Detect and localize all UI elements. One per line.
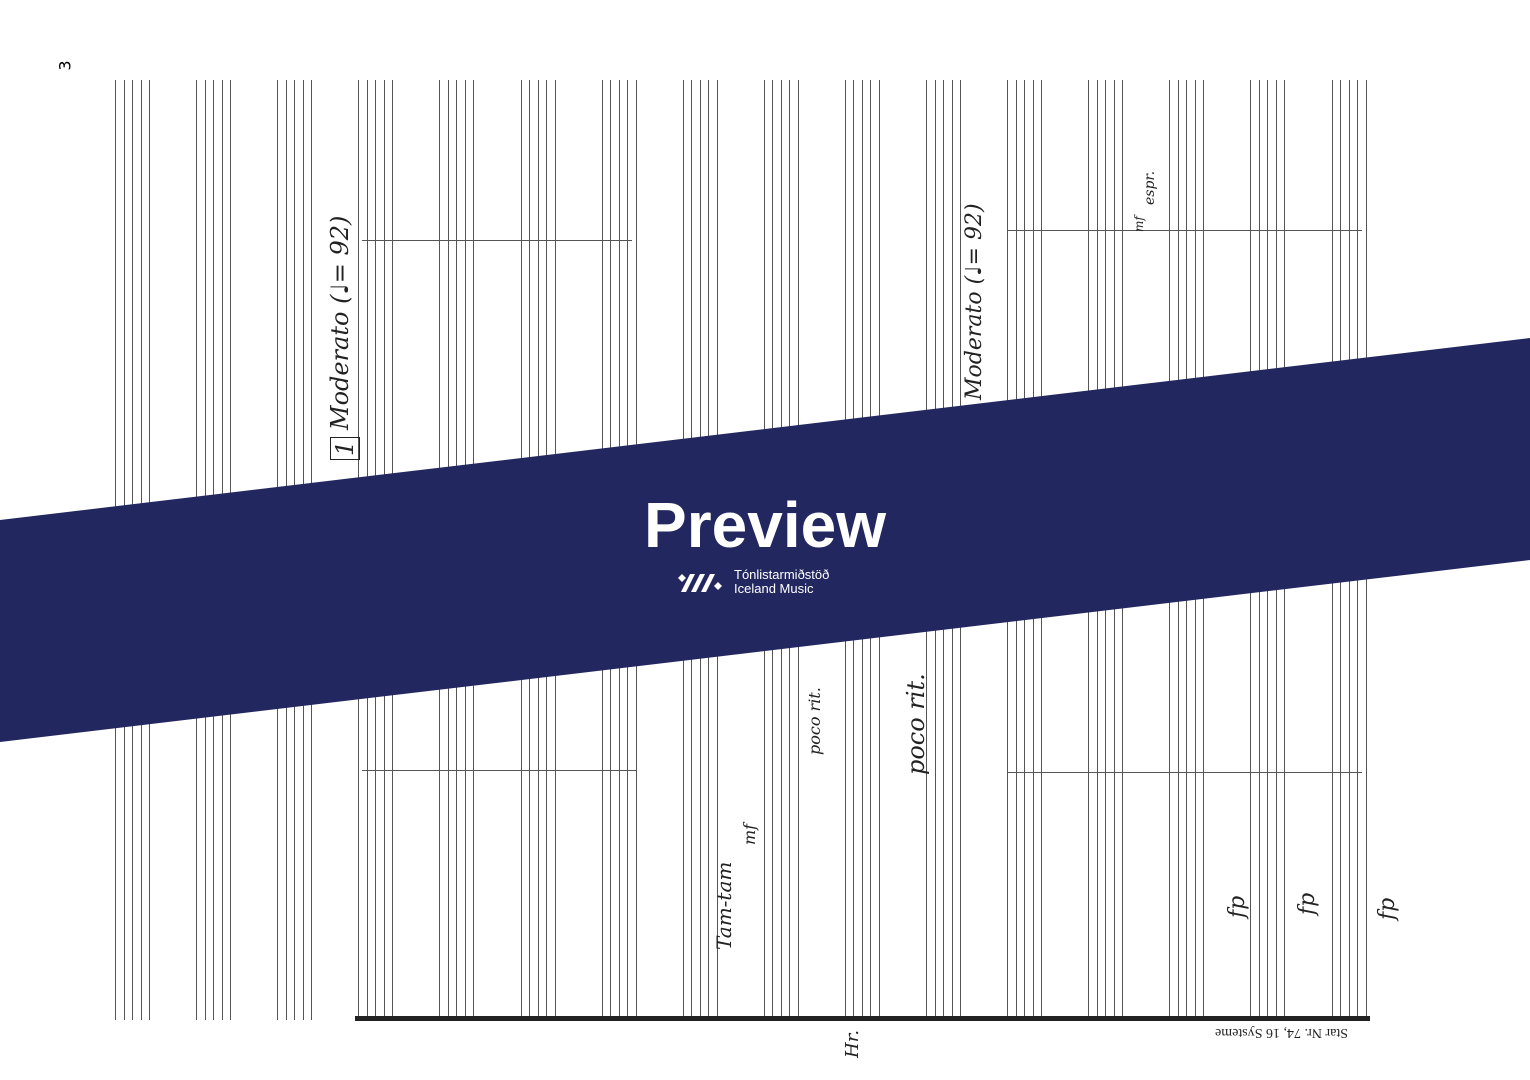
barline [362,240,632,241]
barline [1007,772,1362,773]
logo-mark-icon [678,574,722,592]
expression-marking: poco rit. [902,673,930,775]
rehearsal-mark: 1 [330,436,360,460]
tempo-marking: Moderato (♩= 92) [962,203,987,400]
brand-name-english: Iceland Music [734,581,814,596]
instrument-label: Hr. [842,1029,863,1058]
tempo-marking: Moderato (♩= 92) [326,215,354,430]
dynamic-marking: fp [1295,892,1320,915]
espressivo-marking: espr. [1142,170,1158,205]
instrument-label: Tam-tam [712,861,736,950]
paper-footer: Star Nr. 74, 16 Systeme [1215,1025,1348,1040]
barline [1007,230,1362,231]
barline [362,770,637,771]
brand-name-icelandic: Tónlistarmiðstöð [734,567,830,582]
page-number: 3 [55,60,75,71]
dynamic-marking: fp [1375,897,1400,920]
preview-title: Preview [644,489,886,561]
system-bracket-line [355,1016,1370,1021]
dynamic-marking: mf [740,823,759,845]
dynamic-marking: fp [1225,895,1250,918]
dynamic-marking: mf [1132,216,1146,232]
expression-marking: poco rit. [805,687,824,755]
iceland-music-logo: Tónlistarmiðstöð Iceland Music [676,568,829,596]
